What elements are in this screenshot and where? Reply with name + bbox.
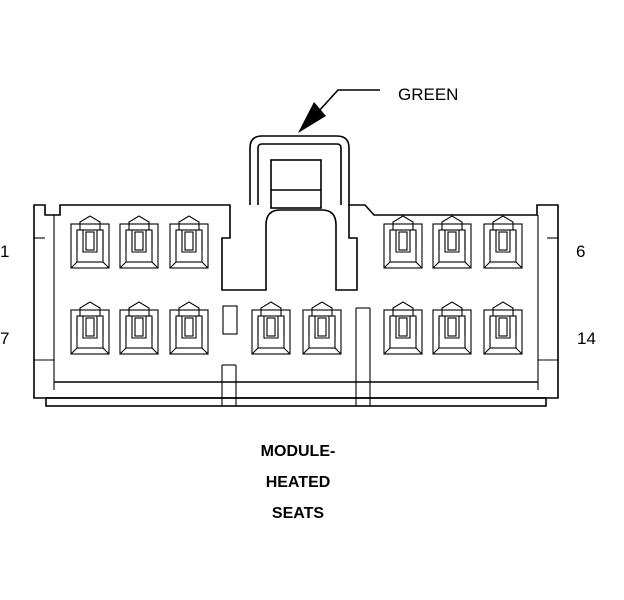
terminal-cavity (483, 301, 523, 355)
terminal-cavity (119, 215, 159, 269)
terminal-cavity (70, 301, 110, 355)
wire-color-label: GREEN (398, 85, 458, 104)
terminal-cavity (169, 215, 209, 269)
connector-latch (249, 135, 350, 209)
connector-title-line-3: SEATS (272, 505, 324, 522)
pin-label-6: 6 (576, 242, 585, 261)
terminal-cavity (483, 215, 523, 269)
connector-body (33, 204, 559, 407)
pin-label-1: 1 (0, 242, 9, 261)
terminal-cavity (432, 301, 472, 355)
terminal-cavity (169, 301, 209, 355)
connector-title-line-1: MODULE- (261, 443, 336, 460)
color-leader (298, 89, 380, 133)
terminal-cavity (302, 301, 342, 355)
pin-label-14: 14 (577, 329, 596, 348)
terminal-cavities (70, 215, 523, 355)
terminal-cavity (383, 301, 423, 355)
terminal-cavity (70, 215, 110, 269)
terminal-cavity (383, 215, 423, 269)
pin-label-7: 7 (0, 329, 9, 348)
terminal-cavity (119, 301, 159, 355)
connector-title-line-2: HEATED (266, 474, 331, 491)
terminal-cavity (432, 215, 472, 269)
terminal-cavity (251, 301, 291, 355)
